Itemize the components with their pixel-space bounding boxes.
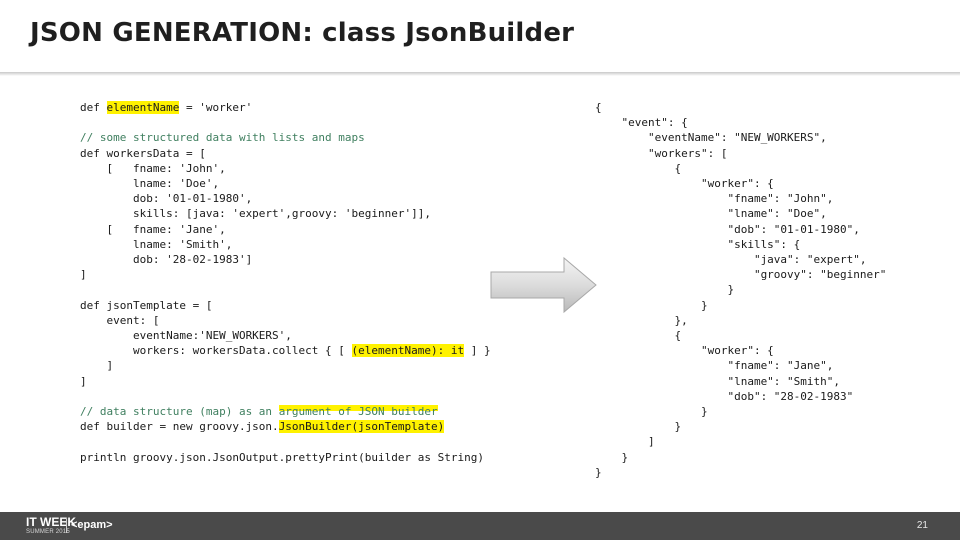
code-line: lname: 'Smith', (80, 237, 233, 251)
code-line: eventName:'NEW_WORKERS', (80, 329, 292, 343)
code-line: def builder = new groovy.json.JsonBuilde… (80, 420, 445, 434)
slide-title: JSON GENERATION: class JsonBuilder (30, 18, 575, 48)
code-line: ] (80, 359, 114, 373)
groovy-code-block: def elementName = 'worker' // some struc… (80, 100, 491, 465)
code-line: def elementName = 'worker' (80, 101, 253, 114)
highlight-jsonbuilder: JsonBuilder(jsonTemplate) (278, 420, 445, 434)
highlight-collect-key: (elementName): it (351, 344, 465, 358)
code-line: dob: '01-01-1980', (80, 192, 253, 206)
code-line: skills: [java: 'expert',groovy: 'beginne… (80, 207, 431, 221)
code-line: println groovy.json.JsonOutput.prettyPri… (80, 450, 484, 464)
code-comment: // some structured data with lists and m… (80, 131, 365, 145)
code-line: [ fname: 'John', (80, 161, 226, 175)
code-comment: // data structure (map) as an argument o… (80, 405, 438, 419)
json-output-block: { "event": { "eventName": "NEW_WORKERS",… (595, 101, 887, 479)
highlight-element-name: elementName (106, 101, 180, 114)
code-line: def workersData = [ (80, 146, 206, 160)
code-line: event: [ (80, 313, 160, 327)
code-line: [ fname: 'Jane', (80, 222, 226, 236)
code-line: ] (80, 268, 87, 282)
footer-bar: IT WEEK SUMMER 2015 <epam> 21 (0, 512, 960, 540)
code-line: dob: '28-02-1983'] (80, 253, 253, 267)
code-line: ] (80, 374, 87, 388)
code-line: lname: 'Doe', (80, 177, 220, 191)
highlight-argument: argument of JSON builder (278, 405, 438, 419)
brand-logo: IT WEEK (26, 515, 76, 529)
right-arrow-icon (490, 256, 597, 314)
footer-divider (66, 519, 67, 533)
company-logo: <epam> (71, 519, 113, 531)
code-line: def jsonTemplate = [ (80, 298, 213, 312)
page-number: 21 (916, 520, 928, 531)
code-line: workers: workersData.collect { [ (elemen… (80, 344, 491, 358)
title-divider (0, 72, 960, 76)
brand-season: SUMMER 2015 (26, 529, 70, 535)
